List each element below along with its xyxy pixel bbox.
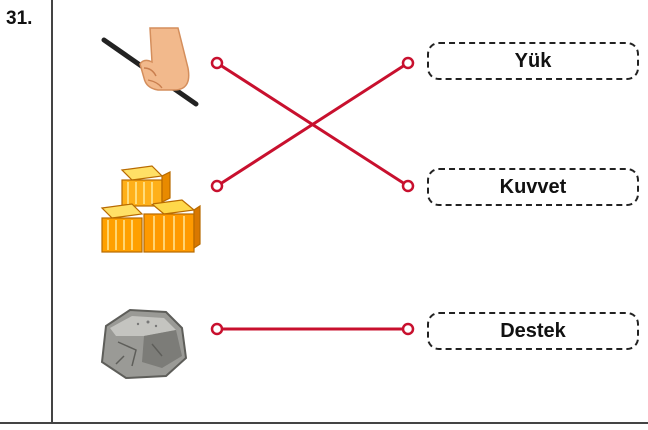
hand-with-stick-image [101,27,199,107]
line-hay-to-yuk [215,61,410,188]
question-number: 31. [6,8,33,29]
rock-image [100,308,188,380]
hay-bales-image [100,165,201,253]
right-dot-1[interactable] [401,56,415,70]
label-destek: Destek [500,319,566,342]
label-box-destek: Destek [427,312,639,350]
right-dot-3[interactable] [401,322,415,336]
column-divider [51,0,53,422]
bottom-divider [0,422,648,424]
left-dot-2[interactable] [210,179,224,193]
left-dot-3[interactable] [210,322,224,336]
right-dot-2[interactable] [401,179,415,193]
label-kuvvet: Kuvvet [499,175,567,198]
label-box-kuvvet: Kuvvet [427,168,639,206]
label-box-yuk: Yük [427,42,639,80]
left-dot-1[interactable] [210,56,224,70]
label-yuk: Yük [514,49,552,72]
